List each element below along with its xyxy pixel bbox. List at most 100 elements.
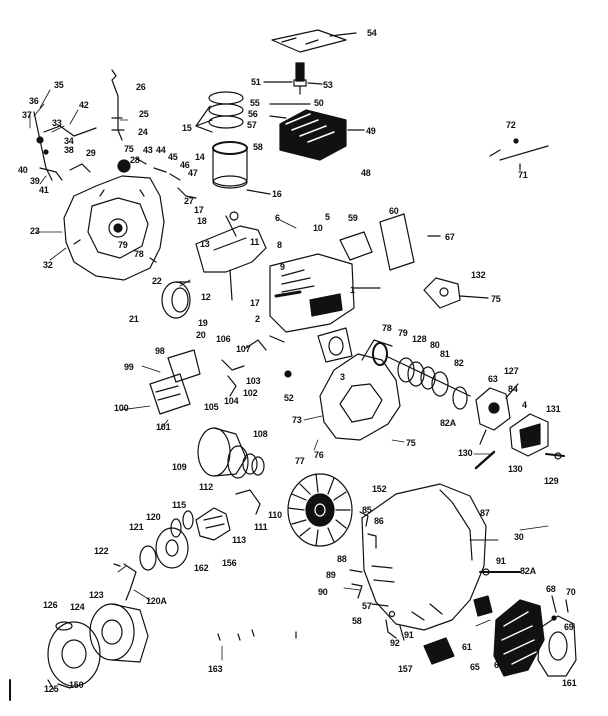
callout-106: 106 — [216, 334, 231, 344]
callout-103: 103 — [246, 376, 261, 386]
callout-128: 128 — [412, 334, 427, 344]
starter-ratchet-part — [113, 527, 189, 601]
callout-2: 2 — [255, 314, 260, 324]
callout-17: 17 — [194, 205, 204, 215]
left-plates-part — [149, 349, 201, 415]
callout-76: 76 — [314, 450, 324, 460]
callout-41: 41 — [39, 185, 49, 195]
callout-38: 38 — [64, 145, 74, 155]
callout-162: 162 — [194, 563, 209, 573]
piston-rings-part — [195, 91, 244, 133]
callout-13: 13 — [200, 239, 210, 249]
callout-30: 30 — [514, 532, 524, 542]
callout-88: 88 — [337, 554, 347, 564]
callout-57: 57 — [247, 120, 257, 130]
callout-82A: 82A — [440, 418, 456, 428]
callout-163: 163 — [208, 664, 223, 674]
linkage-cluster-part — [221, 335, 292, 397]
callout-22: 22 — [152, 276, 162, 286]
governor-linkage-part — [33, 69, 125, 181]
callout-36: 36 — [29, 96, 39, 106]
callout-27: 27 — [184, 196, 194, 206]
crankcase-shroud-part — [319, 339, 401, 441]
intake-manifold-part — [423, 277, 489, 309]
callout-75a: 75 — [124, 144, 134, 154]
callout-64: 64 — [494, 660, 504, 670]
callout-63: 63 — [488, 374, 498, 384]
callout-46: 46 — [180, 160, 190, 170]
clutch-drum-part — [197, 427, 265, 479]
recoil-reel-part — [423, 595, 545, 677]
callout-73: 73 — [292, 415, 302, 425]
callout-8: 8 — [277, 240, 282, 250]
callout-75b: 75 — [491, 294, 501, 304]
callout-75c: 75 — [406, 438, 416, 448]
callout-61: 61 — [462, 642, 472, 652]
callout-109: 109 — [172, 462, 187, 472]
callout-69: 69 — [564, 622, 574, 632]
callout-16: 16 — [272, 189, 282, 199]
callout-132: 132 — [471, 270, 486, 280]
callout-45: 45 — [168, 152, 178, 162]
callout-14: 14 — [195, 152, 205, 162]
callout-82: 82 — [454, 358, 464, 368]
fan-housing-part — [361, 483, 499, 631]
callout-59: 59 — [348, 213, 358, 223]
callout-79a: 79 — [118, 240, 128, 250]
callout-82Ab: 82A — [520, 566, 536, 576]
throttle-assembly-part — [474, 413, 565, 470]
callout-50: 50 — [314, 98, 324, 108]
callout-40: 40 — [18, 165, 28, 175]
callout-47: 47 — [188, 168, 198, 178]
callout-86: 86 — [374, 516, 384, 526]
callout-33: 33 — [52, 118, 62, 128]
callout-127: 127 — [504, 366, 519, 376]
end-cover-part — [537, 595, 577, 677]
callout-91b: 91 — [404, 630, 414, 640]
callout-129: 129 — [544, 476, 559, 486]
callout-81: 81 — [440, 349, 450, 359]
crankshaft-part — [195, 211, 267, 301]
callout-12: 12 — [201, 292, 211, 302]
callout-121: 121 — [129, 522, 144, 532]
callout-43: 43 — [143, 145, 153, 155]
loose-pieces-part — [217, 629, 297, 641]
callout-24: 24 — [138, 127, 148, 137]
callout-68: 68 — [546, 584, 556, 594]
callout-92: 92 — [390, 638, 400, 648]
callout-18: 18 — [197, 216, 207, 226]
callout-28: 28 — [130, 155, 140, 165]
callout-89: 89 — [326, 570, 336, 580]
carburetor-part — [475, 383, 519, 445]
small-hardware-part — [349, 511, 521, 599]
callout-3: 3 — [340, 372, 345, 382]
callout-130b: 130 — [508, 464, 523, 474]
callout-108: 108 — [253, 429, 268, 439]
callout-123: 123 — [89, 590, 104, 600]
callout-54: 54 — [367, 28, 377, 38]
callout-113: 113 — [232, 535, 246, 545]
callout-19: 19 — [198, 318, 208, 328]
callout-21: 21 — [129, 314, 139, 324]
callout-124: 124 — [70, 602, 85, 612]
bottom-fasteners-part — [371, 603, 405, 641]
gasket-part — [317, 327, 353, 363]
reed-plate-part — [339, 213, 441, 271]
callout-32: 32 — [43, 260, 53, 270]
callout-53: 53 — [323, 80, 333, 90]
callout-84: 84 — [508, 384, 518, 394]
callout-156: 156 — [222, 558, 237, 568]
callout-157: 157 — [398, 664, 413, 674]
callout-25: 25 — [139, 109, 149, 119]
leader-lines — [29, 89, 549, 661]
callout-42: 42 — [79, 100, 89, 110]
governor-gear-part — [117, 157, 197, 199]
callout-112: 112 — [199, 482, 213, 492]
callout-72: 72 — [506, 120, 516, 130]
callout-49: 49 — [366, 126, 376, 136]
side-seal-part — [161, 281, 191, 319]
callout-107: 107 — [236, 344, 251, 354]
callout-44: 44 — [156, 145, 166, 155]
flywheel-part — [287, 473, 353, 547]
